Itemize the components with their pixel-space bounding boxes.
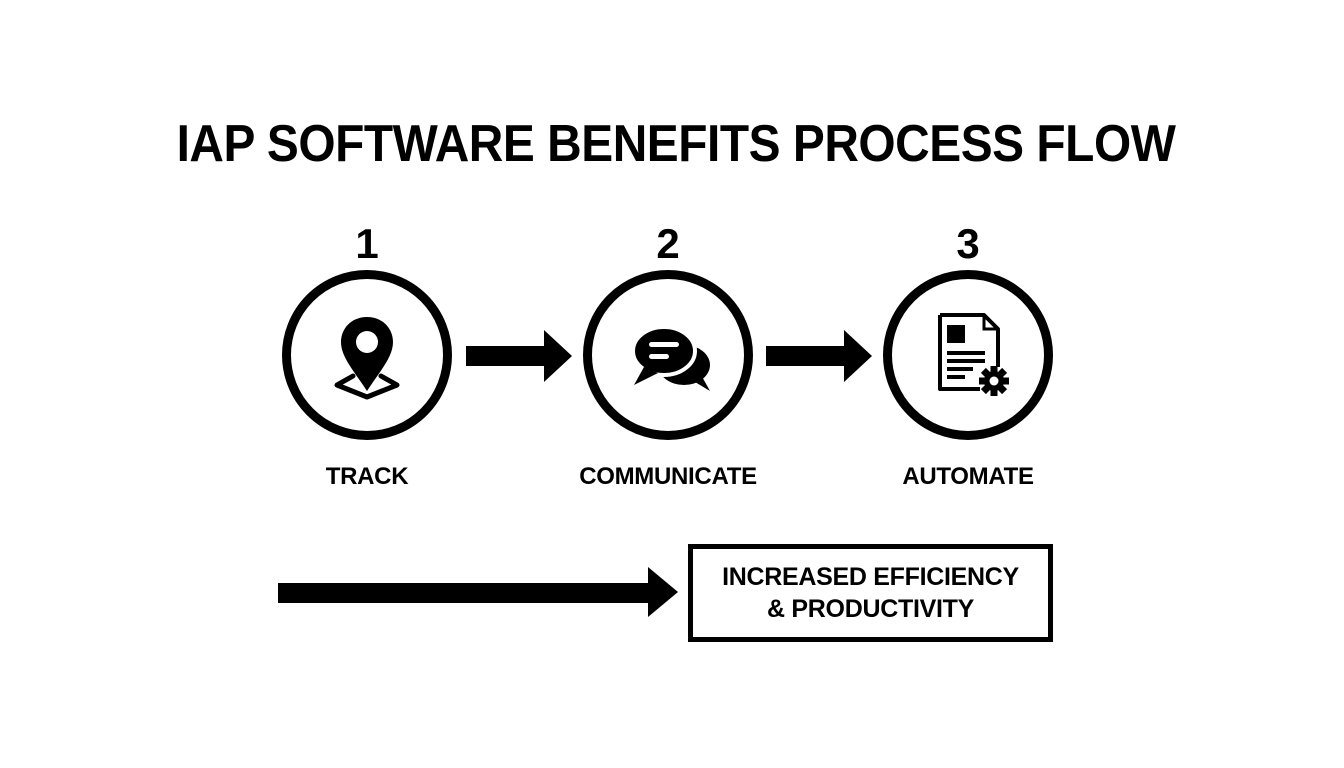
map-pin-icon xyxy=(334,317,400,400)
result-arrow-icon xyxy=(278,567,678,617)
step-2-label: COMMUNICATE xyxy=(579,463,757,490)
step-1-number: 1 xyxy=(355,220,379,267)
result-line-2: & PRODUCTIVITY xyxy=(767,595,974,623)
step-2-circle xyxy=(583,270,753,440)
arrow-right-icon xyxy=(766,330,872,382)
result-box: INCREASED EFFICIENCY & PRODUCTIVITY xyxy=(688,544,1053,642)
step-1-label: TRACK xyxy=(325,463,409,490)
document-gear-icon xyxy=(938,313,1009,396)
step-3-number: 3 xyxy=(956,220,980,267)
step-3-label: AUTOMATE xyxy=(902,463,1034,490)
step-2-number: 2 xyxy=(656,220,680,267)
step-3-circle xyxy=(883,270,1053,440)
result-line-1: INCREASED EFFICIENCY xyxy=(722,563,1019,591)
page-title: IAP SOFTWARE BENEFITS PROCESS FLOW xyxy=(176,115,1176,173)
chat-bubbles-icon xyxy=(631,325,710,391)
step-1-circle xyxy=(282,270,452,440)
arrow-right-icon xyxy=(466,330,572,382)
